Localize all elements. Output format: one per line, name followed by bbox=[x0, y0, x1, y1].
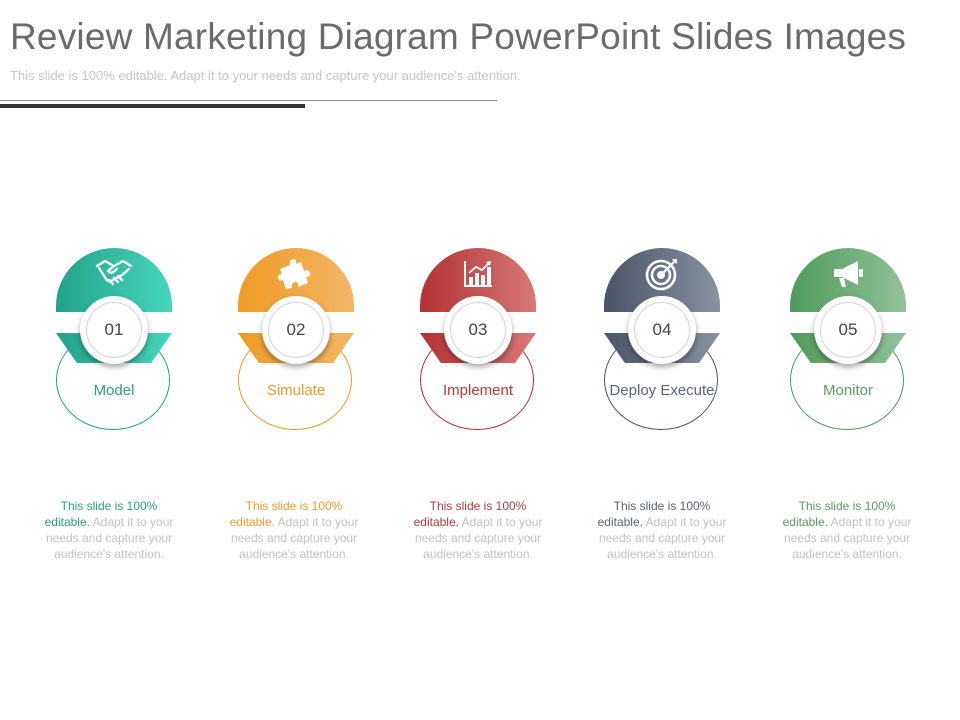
step-description-highlight: This slide is 100% editable. bbox=[782, 499, 896, 529]
target-icon bbox=[642, 256, 682, 292]
megaphone-icon bbox=[828, 256, 868, 292]
step-description: This slide is 100% editable. Adapt it to… bbox=[597, 498, 727, 562]
step-number-badge: 05 bbox=[814, 296, 882, 364]
step-description-body: Adapt it to your needs and capture your … bbox=[598, 515, 727, 561]
puzzle-icon bbox=[276, 256, 316, 292]
step-description: This slide is 100% editable. Adapt it to… bbox=[782, 498, 912, 562]
step-number-badge: 01 bbox=[80, 296, 148, 364]
step-description-highlight: This slide is 100% editable. bbox=[44, 499, 158, 529]
step-number-badge: 04 bbox=[628, 296, 696, 364]
step-description-highlight: This slide is 100% editable. bbox=[597, 499, 711, 529]
step-number: 05 bbox=[820, 302, 876, 358]
step-label: Model bbox=[93, 381, 135, 399]
step-number-badge: 02 bbox=[262, 296, 330, 364]
step-number: 04 bbox=[634, 302, 690, 358]
step-number: 01 bbox=[86, 302, 142, 358]
step-description: This slide is 100% editable. Adapt it to… bbox=[44, 498, 174, 562]
step-description-body: Adapt it to your needs and capture your … bbox=[230, 515, 359, 561]
step-description-highlight: This slide is 100% editable. bbox=[413, 499, 527, 529]
slide-subtitle: This slide is 100% editable. Adapt it to… bbox=[10, 68, 521, 83]
step-description-body: Adapt it to your needs and capture your … bbox=[45, 515, 174, 561]
step-description-body: Adapt it to your needs and capture your … bbox=[414, 515, 543, 561]
step-description-body: Adapt it to your needs and capture your … bbox=[783, 515, 912, 561]
step-label: Implement bbox=[442, 381, 514, 399]
title-divider-thick bbox=[0, 104, 305, 108]
bar-chart-icon bbox=[458, 256, 498, 292]
step-description: This slide is 100% editable. Adapt it to… bbox=[413, 498, 543, 562]
step-label: Monitor bbox=[822, 381, 874, 399]
slide-title: Review Marketing Diagram PowerPoint Slid… bbox=[10, 16, 907, 57]
step-label: Deploy Execute bbox=[609, 381, 715, 399]
handshake-icon bbox=[94, 256, 134, 292]
step-description: This slide is 100% editable. Adapt it to… bbox=[229, 498, 359, 562]
step-number: 02 bbox=[268, 302, 324, 358]
step-label: Simulate bbox=[266, 381, 326, 399]
title-divider-thin bbox=[0, 100, 497, 101]
step-description-highlight: This slide is 100% editable. bbox=[229, 499, 343, 529]
step-number: 03 bbox=[450, 302, 506, 358]
step-number-badge: 03 bbox=[444, 296, 512, 364]
